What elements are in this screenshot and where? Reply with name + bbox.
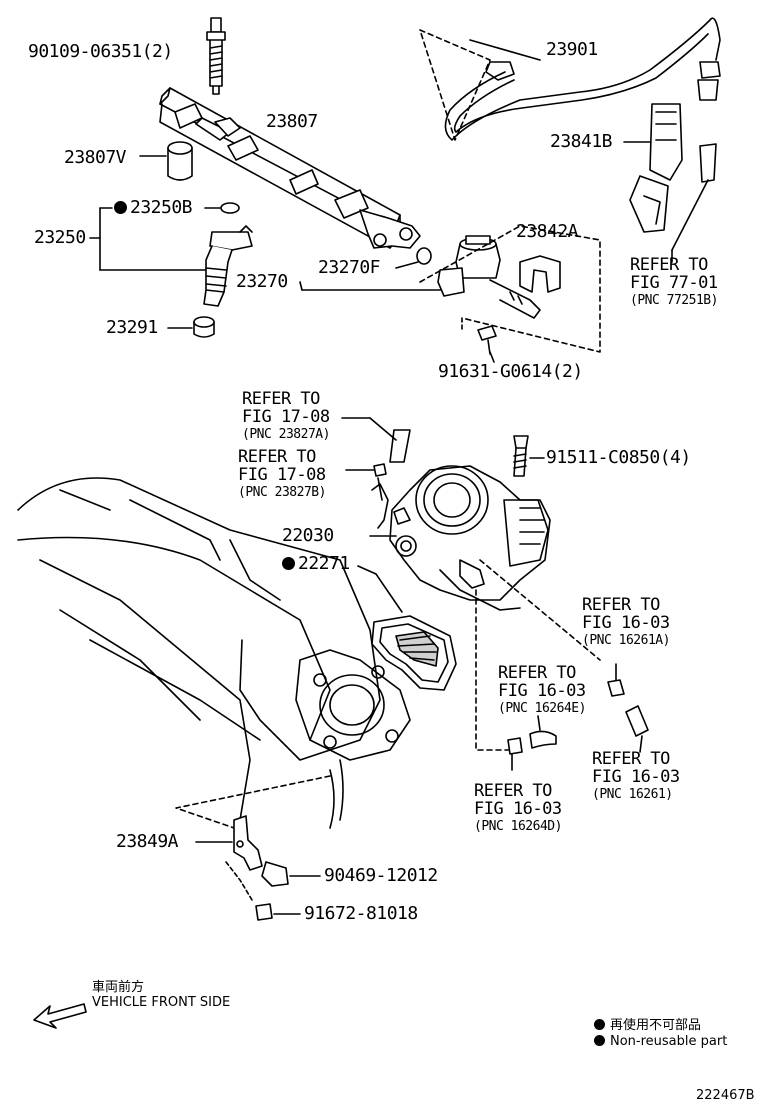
injector-23250-drawing (89, 207, 253, 307)
label-90109: 90109-06351(2) (28, 41, 173, 62)
refer-line2: FIG 16-03 (474, 799, 562, 819)
legend-en: Non-reusable part (594, 1034, 727, 1049)
non-reusable-mark (282, 557, 295, 570)
sensor-90469-drawing (261, 861, 321, 887)
throttle-body-drawing (369, 465, 551, 611)
label-23841B: 23841B (550, 131, 613, 152)
label-23849A: 23849A (116, 831, 179, 852)
refer-line1: REFER TO (630, 255, 708, 275)
label-23250B: 23250B (114, 197, 193, 218)
insulator-23291-drawing (167, 316, 215, 338)
bolt-91672-drawing (255, 903, 301, 921)
insulator-23807V-drawing (139, 141, 193, 181)
label-22271-text: 22271 (298, 553, 350, 574)
gasket-22271-drawing (357, 565, 457, 691)
refer-fig-77-01[interactable]: REFER TO FIG 77-01 (PNC 77251B) (630, 256, 718, 309)
figure-id: 222467B (696, 1088, 755, 1103)
refer-fig-17-08-a[interactable]: REFER TO FIG 17-08 (PNC 23827A) (242, 390, 330, 443)
bolt-91631-drawing (461, 317, 497, 363)
label-91631: 91631-G0614(2) (438, 361, 583, 382)
refer-pnc: (PNC 77251B) (630, 293, 718, 308)
pressure-regulator-drawing (299, 235, 541, 319)
label-22271: 22271 (282, 554, 350, 574)
refer-line2: FIG 77-01 (630, 273, 718, 293)
refer-line2: FIG 16-03 (498, 681, 586, 701)
label-90469: 90469-12012 (324, 865, 438, 886)
refer-line1: REFER TO (242, 389, 320, 409)
bracket-23849A-drawing (195, 815, 263, 901)
label-23250B-text: 23250B (130, 197, 193, 218)
label-23901: 23901 (546, 39, 598, 60)
refer-fig-16-03[interactable]: REFER TO FIG 16-03 (PNC 16261) (592, 750, 680, 803)
direction-label-jp: 車両前方 (92, 980, 145, 995)
fuel-hose-23901-drawing (419, 17, 721, 141)
label-23250: 23250 (34, 227, 86, 248)
label-22030: 22030 (282, 525, 334, 546)
intake-manifold-drawing (17, 477, 411, 829)
label-23807V: 23807V (64, 147, 127, 168)
refer-line2: FIG 16-03 (582, 613, 670, 633)
refer-fig-16-03-a[interactable]: REFER TO FIG 16-03 (PNC 16261A) (582, 596, 670, 649)
refer-line1: REFER TO (582, 595, 660, 615)
label-23270F: 23270F (318, 257, 381, 278)
refer-line1: REFER TO (592, 749, 670, 769)
hose-clamps-drawing (507, 663, 649, 771)
refer-line2: FIG 17-08 (242, 407, 330, 427)
legend-en-text: Non-reusable part (610, 1034, 728, 1049)
refer-fig-16-03-d[interactable]: REFER TO FIG 16-03 (PNC 16264D) (474, 782, 562, 835)
label-91511: 91511-C0850(4) (546, 447, 691, 468)
label-23270: 23270 (236, 271, 288, 292)
refer-pnc: (PNC 16264D) (474, 819, 562, 834)
o-ring-23250B-drawing (220, 202, 240, 214)
legend-jp-text: 再使用不可部品 (610, 1018, 702, 1033)
refer-pnc: (PNC 16261) (592, 787, 673, 802)
refer-pnc: (PNC 16264E) (498, 701, 586, 716)
legend-jp: 再使用不可部品 (594, 1014, 701, 1033)
non-reusable-mark (114, 201, 127, 214)
legend-dot (594, 1035, 605, 1046)
direction-label-en: VEHICLE FRONT SIDE (92, 995, 231, 1010)
refer-pnc: (PNC 23827B) (238, 485, 326, 500)
refer-line2: FIG 16-03 (592, 767, 680, 787)
connector-23841B-drawing (623, 103, 717, 263)
bolt-90109-drawing (206, 17, 226, 95)
label-23842A: 23842A (516, 221, 579, 242)
front-direction-arrow (33, 1003, 87, 1029)
label-91672: 91672-81018 (304, 903, 418, 924)
refer-line1: REFER TO (238, 447, 316, 467)
refer-pnc: (PNC 23827A) (242, 427, 330, 442)
clamp-23842A-drawing (519, 255, 561, 293)
legend-dot (594, 1019, 605, 1030)
o-ring-23270F-drawing (416, 247, 432, 265)
refer-fig-16-03-e[interactable]: REFER TO FIG 16-03 (PNC 16264E) (498, 664, 586, 717)
refer-pnc: (PNC 16261A) (582, 633, 670, 648)
hose-fittings-drawing (341, 417, 601, 751)
fuel-delivery-pipe-drawing (159, 87, 421, 249)
refer-line1: REFER TO (474, 781, 552, 801)
refer-fig-17-08-b[interactable]: REFER TO FIG 17-08 (PNC 23827B) (238, 448, 326, 501)
refer-line2: FIG 17-08 (238, 465, 326, 485)
label-23291: 23291 (106, 317, 158, 338)
label-23807: 23807 (266, 111, 318, 132)
refer-line1: REFER TO (498, 663, 576, 683)
bolt-91511-drawing (513, 435, 545, 477)
